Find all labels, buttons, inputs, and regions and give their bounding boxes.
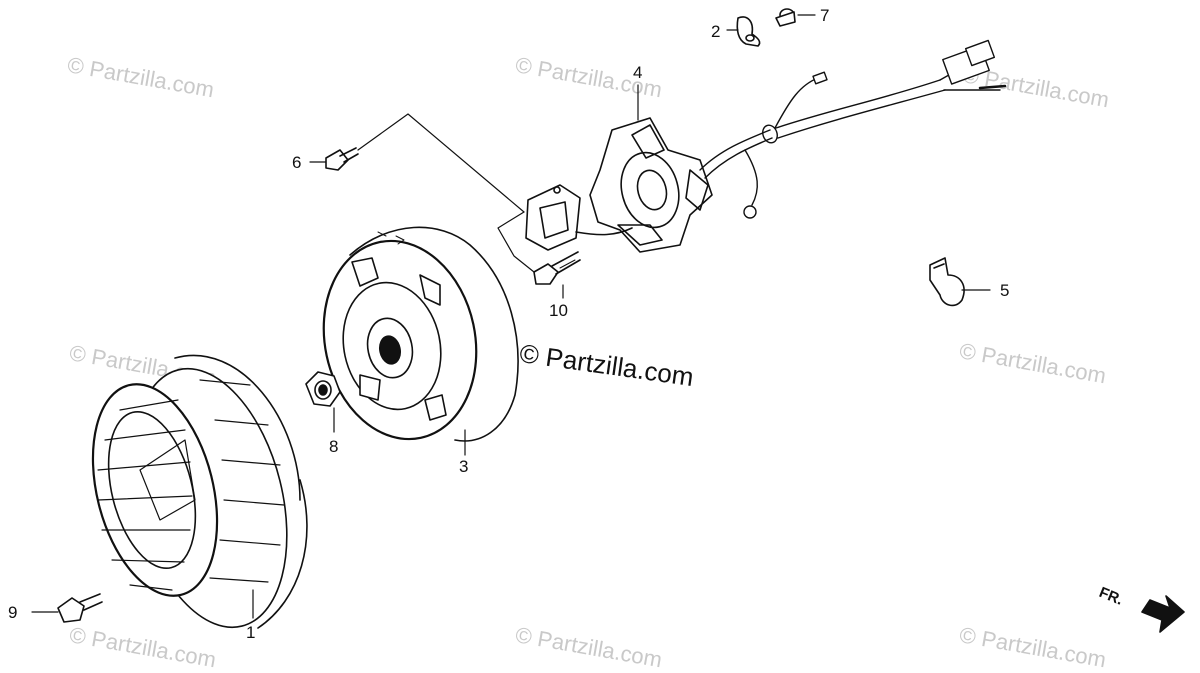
callout-8: 8	[329, 437, 338, 456]
callout-2: 2	[711, 22, 720, 41]
callout-4: 4	[633, 63, 642, 82]
cooling-fan-part	[91, 354, 308, 629]
callout-5: 5	[1000, 281, 1009, 300]
callout-6: 6	[292, 153, 301, 172]
nut-8-part	[305, 371, 341, 407]
front-direction-arrow	[1141, 595, 1185, 633]
flywheel-part	[322, 226, 519, 442]
callout-7: 7	[820, 6, 829, 25]
parts-diagram: 1 2 3 4 5 6 7 8 9 10	[8, 6, 1185, 642]
cord-clamp-part	[929, 257, 965, 307]
callout-10: 10	[549, 301, 568, 320]
stator-part	[589, 117, 713, 253]
leader-lines	[31, 14, 991, 619]
callout-1: 1	[246, 623, 255, 642]
bolt-9-part	[57, 593, 103, 623]
bolt-6-part	[325, 147, 359, 171]
flywheel-marking	[377, 231, 405, 245]
callout-3: 3	[459, 457, 468, 476]
pulser-coil-part	[525, 184, 633, 251]
screw-7-part	[775, 8, 796, 27]
bolt-10-part	[533, 251, 581, 285]
clamp-part	[736, 16, 761, 47]
callout-9: 9	[8, 603, 17, 622]
wire-harness-part	[699, 39, 1007, 219]
